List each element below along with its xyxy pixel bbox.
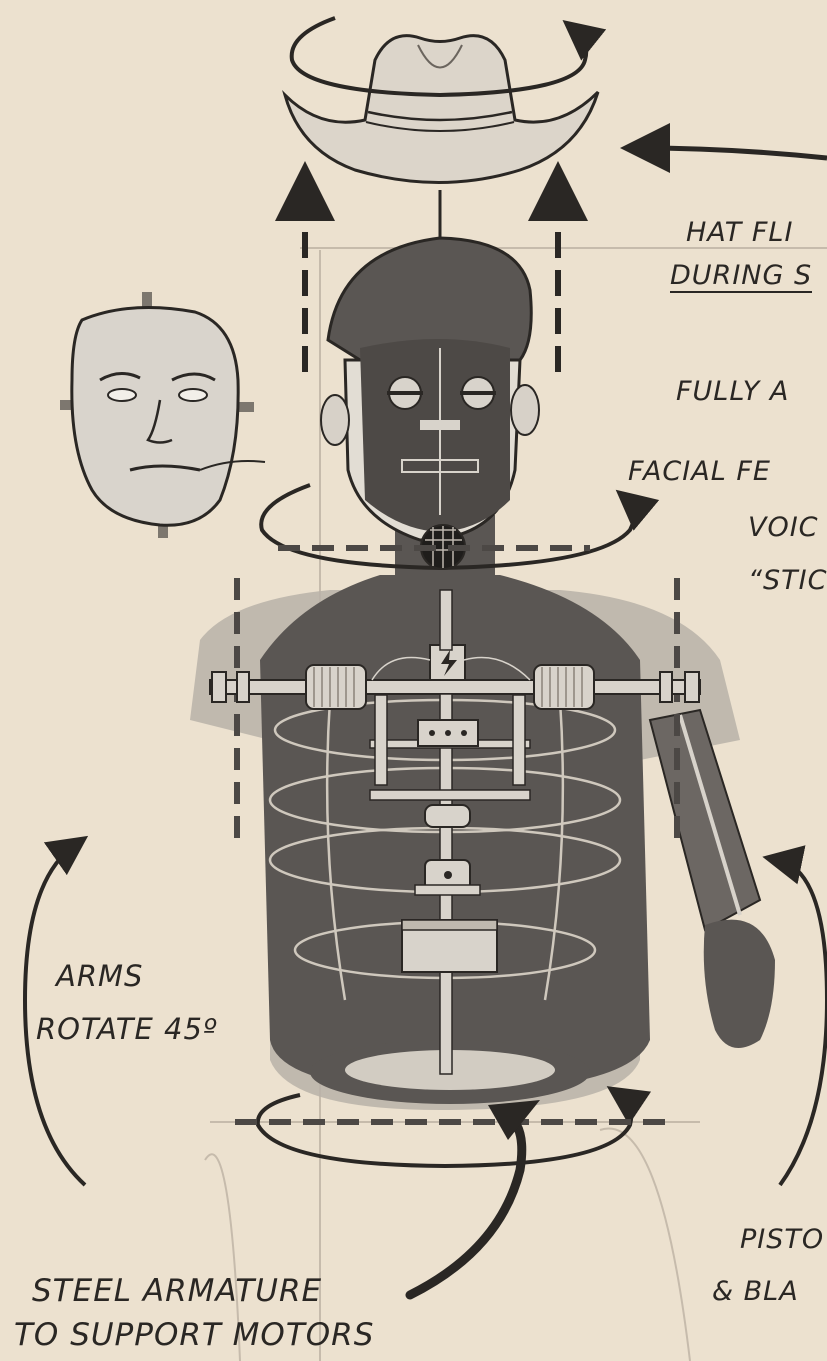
facial-label-line2: FACIAL FE — [628, 458, 771, 485]
facial-label-line1: FULLY A — [676, 378, 789, 405]
face-mask-icon — [60, 292, 265, 538]
piston-label-line2: & BLA — [712, 1278, 799, 1305]
steel-label-line2: TO SUPPORT MOTORS — [14, 1320, 374, 1351]
piston-label-line1: PISTO — [740, 1226, 824, 1253]
hat-label-line2: DURING S — [670, 262, 812, 293]
armature-pointer-arrowhead — [488, 1100, 540, 1140]
voice-label-line2: “STIC — [748, 567, 827, 594]
hat-label-line1: HAT FLI — [686, 219, 793, 246]
arms-label-line1: ARMS — [56, 962, 143, 991]
animatronic-head-icon — [321, 238, 539, 540]
cowboy-hat-icon — [285, 36, 598, 183]
right-arm-rotation-arrow-icon — [778, 860, 827, 1185]
arms-label-line2: ROTATE 45º — [36, 1015, 218, 1044]
battery-icon — [402, 920, 497, 972]
armature-pointer-arrow-icon — [410, 1112, 522, 1295]
voice-label-line1: VOIC — [748, 514, 819, 541]
hat-pointer-arrow-icon — [640, 148, 827, 158]
steel-label-line1: STEEL ARMATURE — [32, 1276, 322, 1307]
right-arm — [650, 710, 775, 1048]
